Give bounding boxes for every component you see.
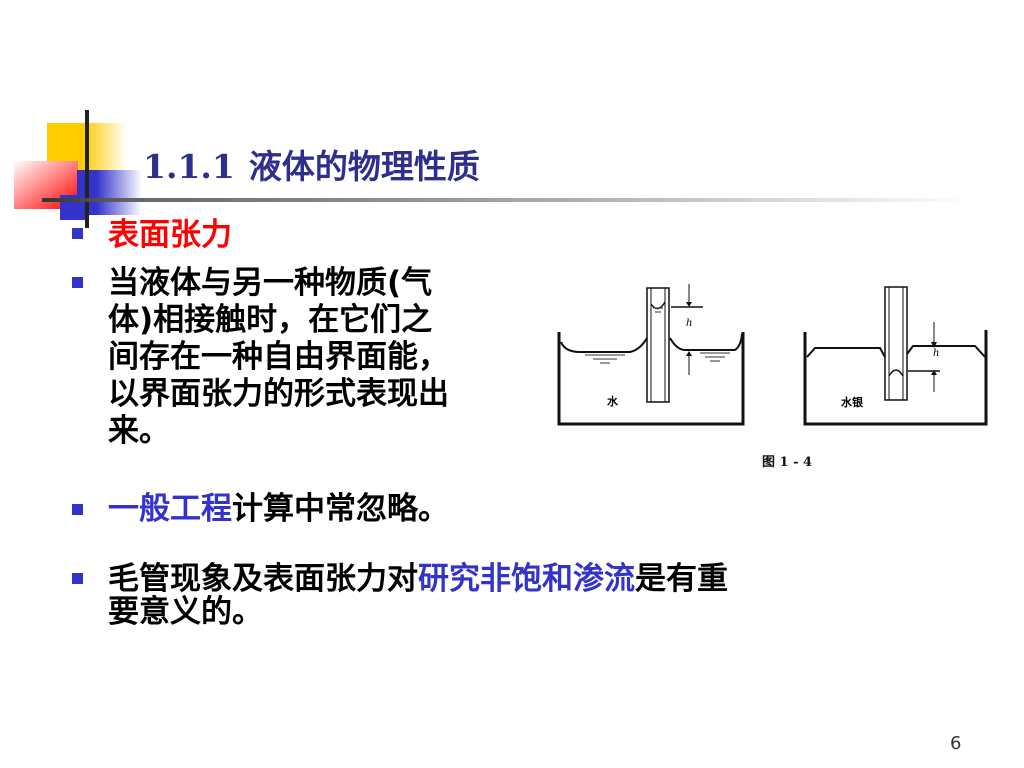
page-number: 6 <box>950 733 962 754</box>
bullet-2-line: 体)相接触时，在它们之 <box>108 302 433 338</box>
left-container-label: 水 <box>607 395 618 408</box>
bullet-2-line: 以界面张力的形式表现出 <box>108 376 449 412</box>
title-text: 液体的物理性质 <box>248 147 480 186</box>
bullet-4-text: 毛管现象及表面张力对研究非饱和渗流是有重 要意义的。 <box>108 563 728 629</box>
bullet-1-text: 表面张力 <box>108 217 232 254</box>
decorative-corner-blocks <box>0 0 160 240</box>
title-underline <box>42 198 972 202</box>
bullet-2-line: 来。 <box>108 413 170 449</box>
figure-caption: 图 1 - 4 <box>762 455 813 470</box>
right-container-label: 水银 <box>841 396 863 409</box>
page-title: 1.1.1 液体的物理性质 <box>143 140 480 188</box>
left-height-label: h <box>686 318 693 329</box>
bullet-4-segment: 毛管现象及表面张力对 <box>108 561 418 597</box>
bullet-marker <box>72 573 83 584</box>
bullet-2-text: 当液体与另一种物质(气 体)相接触时，在它们之 间存在一种自由界面能， 以界面张… <box>108 265 548 450</box>
bullet-4-segment: 是有重 <box>635 561 728 597</box>
capillary-diagram <box>557 284 988 426</box>
right-height-label: h <box>933 348 940 359</box>
bullet-3-highlight: 一般工程 <box>108 491 232 527</box>
bullet-4-line2: 要意义的。 <box>108 594 263 630</box>
bullet-marker <box>72 277 83 288</box>
bullet-3-text: 一般工程计算中常忽略。 <box>108 491 449 528</box>
vertical-rule <box>85 110 89 228</box>
bullet-2-line: 当液体与另一种物质(气 <box>108 265 433 301</box>
bullet-marker <box>72 228 83 239</box>
bullet-1-segment: 表面张力 <box>108 217 232 253</box>
bullet-2-line: 间存在一种自由界面能， <box>108 339 449 375</box>
title-number: 1.1.1 <box>143 147 235 186</box>
capillary-figure: 水 h 水银 h <box>555 270 995 470</box>
bullet-3-rest: 计算中常忽略。 <box>232 491 449 527</box>
bullet-4-highlight: 研究非饱和渗流 <box>418 561 635 597</box>
bullet-marker <box>72 504 83 515</box>
